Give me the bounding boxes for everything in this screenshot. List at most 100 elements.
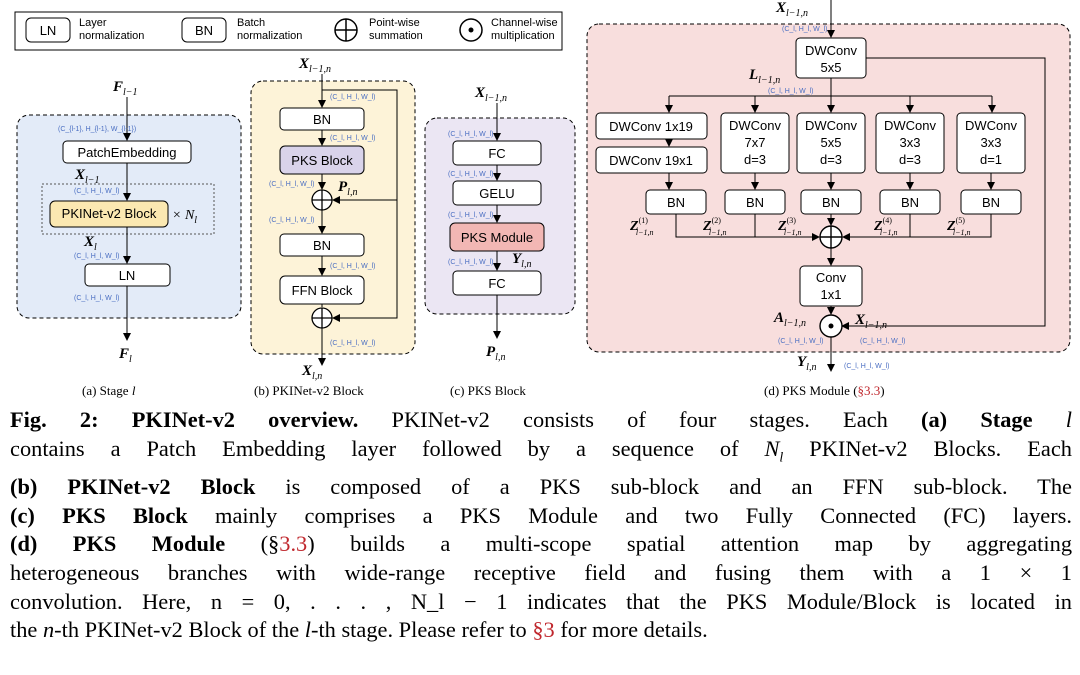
panel-a-dims-bottom: (C_l, H_l, W_l) bbox=[74, 295, 120, 302]
panel-c-dims-2: (C_l, H_l, W_l) bbox=[448, 171, 494, 178]
caption-line-2: contains a Patch Embedding layer followe… bbox=[10, 435, 1072, 466]
panel-a-dims-mid: (C_l, H_l, W_l) bbox=[74, 188, 120, 195]
legend-bn-box-label: BN bbox=[195, 23, 213, 38]
panel-b-output-label: Xl,n bbox=[301, 363, 322, 382]
panel-a-stage: Fl−1 (C_{l-1}, H_{l-1}, W_{l-1}) PatchEm… bbox=[16, 79, 242, 398]
panel-d-branch1-b-box bbox=[595, 146, 708, 174]
figure-caption: Fig. 2: PKINet-v2 overview. PKINet-v2 co… bbox=[10, 406, 1072, 645]
caption-a-bold: (a) Stage l bbox=[921, 407, 1072, 432]
legend-bn-text-2: normalization bbox=[237, 30, 302, 42]
panel-b-bn1-label: BN bbox=[313, 112, 331, 127]
panel-d-branch5-label-3: d=1 bbox=[980, 152, 1002, 167]
panel-d-caption: (d) PKS Module (§3.3) bbox=[764, 383, 885, 398]
legend-sum-text-1: Point-wise bbox=[369, 17, 420, 29]
caption-n-var: Nl bbox=[764, 435, 784, 466]
panel-d-branch4-label-2: 3x3 bbox=[900, 135, 921, 150]
panel-c-caption: (c) PKS Block bbox=[450, 383, 526, 398]
panel-d-branch4-label-3: d=3 bbox=[899, 152, 921, 167]
panel-d-lower: BN BN BN BN BN Z(1)l−1,n Z(2)l−1,n Z(3)l… bbox=[629, 189, 1022, 398]
panel-c-y-label: Yl,n bbox=[512, 251, 531, 270]
panel-d-branch2-label-1: DWConv bbox=[729, 118, 782, 133]
panel-c-pks-block: Xl−1,n (C_l, H_l, W_l) FC (C_l, H_l, W_l… bbox=[424, 85, 576, 398]
panel-a-dims-after-block: (C_l, H_l, W_l) bbox=[74, 253, 120, 260]
panel-d-dwconv-main-label-2: 5x5 bbox=[821, 60, 842, 75]
panel-d-branch4-label-1: DWConv bbox=[884, 118, 937, 133]
panel-d-branch5-label-2: 3x3 bbox=[981, 135, 1002, 150]
panel-b-input-label: Xl−1,n bbox=[298, 56, 331, 75]
caption-line-5: (d) PKS Module (§3.3) builds a multi-sco… bbox=[10, 531, 1073, 557]
patch-embedding-label: PatchEmbedding bbox=[77, 145, 176, 160]
panel-a-x-out-label: Xl bbox=[83, 234, 97, 253]
legend-mul-text-2: multiplication bbox=[491, 30, 555, 42]
panel-d-dims-l: (C_l, H_l, W_l) bbox=[768, 88, 814, 95]
pkinet-v2-block-label: PKINet-v2 Block bbox=[62, 206, 157, 221]
caption-ref-2[interactable]: §3 bbox=[532, 617, 555, 643]
panel-d-z3-label: Z(3)l−1,n bbox=[777, 216, 802, 237]
panel-b-caption: (b) PKINet-v2 Block bbox=[254, 383, 364, 398]
panel-d-bn3-label: BN bbox=[822, 195, 840, 210]
legend-sum-text-2: summation bbox=[369, 30, 423, 42]
caption-line-3: (b) PKINet-v2 Block is composed of a PKS… bbox=[10, 473, 1072, 499]
panel-b-ffn-label: FFN Block bbox=[292, 283, 353, 298]
pkinet-v2-diagram: LN Layer normalization BN Batch normaliz… bbox=[14, 0, 1071, 398]
panel-d-branch1-b-label: DWConv 19x1 bbox=[609, 153, 693, 168]
panel-b-pks-block-label: PKS Block bbox=[291, 153, 353, 168]
panel-d-branch3-label-2: 5x5 bbox=[821, 135, 842, 150]
panel-c-output-label: Pl,n bbox=[486, 344, 505, 363]
panel-d-dims-a: (C_l, H_l, W_l) bbox=[778, 338, 824, 345]
caption-fig-label: Fig. 2: PKINet-v2 overview. bbox=[10, 407, 359, 432]
panel-d-bn4-label: BN bbox=[901, 195, 919, 210]
panel-d-z1-label: Z(1)l−1,n bbox=[629, 216, 654, 237]
panel-b-pkinet-block: Xl−1,n (C_l, H_l, W_l) BN (C_l, H_l, W_l… bbox=[250, 56, 416, 398]
panel-d-branch1-a-label: DWConv 1x19 bbox=[609, 119, 693, 134]
caption-line-1: Fig. 2: PKINet-v2 overview. PKINet-v2 co… bbox=[10, 406, 1072, 435]
panel-c-dims-1: (C_l, H_l, W_l) bbox=[448, 131, 494, 138]
panel-d-bn5-label: BN bbox=[982, 195, 1000, 210]
caption-line-8: the n-th PKINet-v2 Block of the l-th sta… bbox=[10, 617, 708, 643]
caption-b-bold: (b) PKINet-v2 Block bbox=[10, 473, 256, 499]
panel-c-pks-module-label: PKS Module bbox=[461, 230, 533, 245]
panel-c-gelu-label: GELU bbox=[479, 186, 514, 201]
panel-a-output-label: Fl bbox=[118, 346, 132, 365]
panel-a-caption: (a) Stage l bbox=[82, 383, 136, 398]
caption-d-bold: (d) PKS Module bbox=[10, 531, 226, 557]
caption-line-6: heterogeneous branches with wide-range r… bbox=[10, 559, 1072, 585]
legend-sum-icon bbox=[334, 18, 358, 42]
panel-d-bn1-label: BN bbox=[667, 195, 685, 210]
panel-d-dims-top: (C_l, H_l, W_l) bbox=[782, 26, 828, 33]
pkinet-v2-block-box bbox=[49, 200, 169, 228]
panel-d-z5-label: Z(5)l−1,n bbox=[946, 216, 971, 237]
legend-ln-box-label: LN bbox=[40, 23, 57, 38]
legend-ln-text-1: Layer bbox=[79, 17, 107, 29]
panel-b-dims-5: (C_l, H_l, W_l) bbox=[330, 263, 376, 270]
caption-ref-1[interactable]: 3.3 bbox=[279, 531, 308, 557]
panel-a-x-embed-label: Xl−1 bbox=[74, 167, 100, 186]
caption-c-bold: (c) PKS Block bbox=[10, 502, 188, 528]
panel-d-x-label: Xl−1,n bbox=[854, 312, 887, 331]
legend-mul-text-1: Channel-wise bbox=[491, 17, 558, 29]
panel-d-input-label: Xl−1,n bbox=[775, 0, 808, 19]
panel-b-sum-1-icon bbox=[311, 189, 333, 211]
panel-d-branches: DWConv7x7d=3DWConv5x5d=3DWConv3x3d=3DWCo… bbox=[720, 112, 1026, 190]
panel-d-conv-label-2: 1x1 bbox=[821, 287, 842, 302]
panel-d-dims-x: (C_l, H_l, W_l) bbox=[860, 338, 906, 345]
legend-ln-text-2: normalization bbox=[79, 30, 144, 42]
panel-d-branch3-label-3: d=3 bbox=[820, 152, 842, 167]
legend-ln-box bbox=[25, 17, 71, 43]
panel-b-sum-2-icon bbox=[311, 307, 333, 329]
panel-a-repeat-box bbox=[41, 183, 215, 235]
legend: LN Layer normalization BN Batch normaliz… bbox=[14, 11, 563, 51]
panel-d-sum-icon bbox=[819, 225, 843, 249]
panel-a-dims-top: (C_{l-1}, H_{l-1}, W_{l-1}) bbox=[58, 126, 136, 133]
caption-line-7: convolution. Here, n = 0, . . . , N_l − … bbox=[10, 588, 1072, 614]
legend-bn-text-1: Batch bbox=[237, 17, 265, 29]
panel-c-input-label: Xl−1,n bbox=[474, 85, 507, 104]
panel-b-dims-2: (C_l, H_l, W_l) bbox=[330, 135, 376, 142]
panel-b-p-label: Pl,n bbox=[338, 179, 357, 198]
panel-d-z2-label: Z(2)l−1,n bbox=[702, 216, 727, 237]
panel-a-repeat-label: × Nl bbox=[172, 208, 197, 226]
panel-b-dims-3: (C_l, H_l, W_l) bbox=[269, 181, 315, 188]
panel-d-bn2-label: BN bbox=[746, 195, 764, 210]
panel-d-branch5-label-1: DWConv bbox=[965, 118, 1018, 133]
panel-b-dims-4: (C_l, H_l, W_l) bbox=[269, 217, 315, 224]
